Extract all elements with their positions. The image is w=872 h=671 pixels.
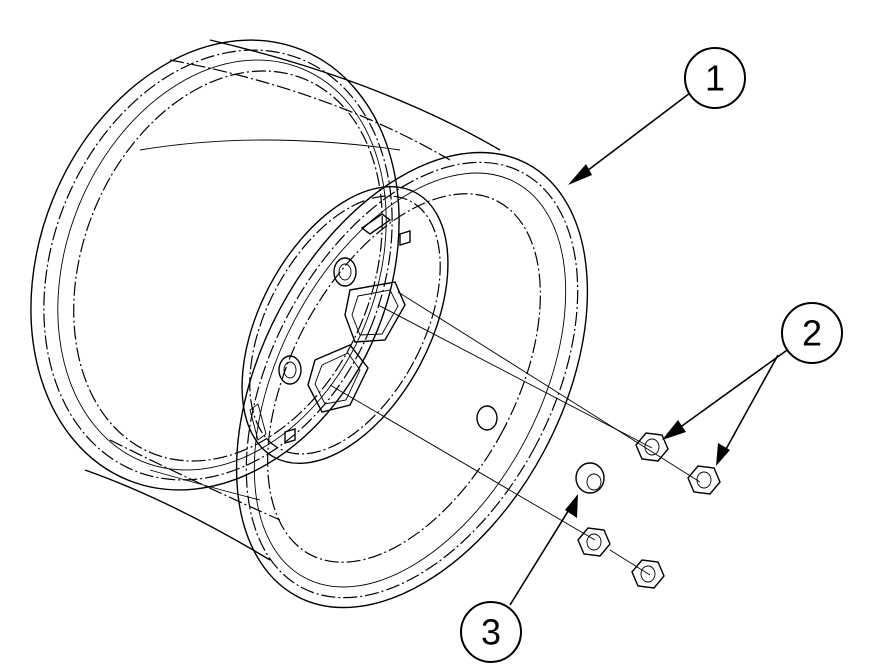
- callout-3: 3: [460, 601, 522, 663]
- stud-holes: [278, 257, 357, 385]
- wheel-barrel: [84, 39, 501, 561]
- wheel-back-rim: [30, 39, 400, 491]
- wheel-nut-left: [577, 527, 611, 557]
- callout-2-label: 2: [802, 313, 822, 354]
- wheel-nut-lower: [687, 465, 721, 495]
- callout-3-leader: [509, 494, 578, 606]
- callout-1: 1: [684, 47, 746, 109]
- wheel-nut-bottom: [631, 559, 665, 589]
- callout-2: 2: [781, 302, 843, 364]
- callout-1-leader: [568, 89, 695, 185]
- callout-1-label: 1: [705, 58, 725, 99]
- callout-3-label: 3: [481, 612, 501, 653]
- hub-nut: [575, 462, 605, 494]
- wheel-nut-upper: [635, 432, 669, 462]
- hub-lines: [329, 291, 701, 576]
- disc-slots: [249, 213, 498, 444]
- wheel-front-rim: [235, 151, 589, 609]
- wheel-disc: [241, 185, 449, 465]
- callout-2-leaders: [662, 347, 791, 466]
- nut-seats: [307, 281, 406, 413]
